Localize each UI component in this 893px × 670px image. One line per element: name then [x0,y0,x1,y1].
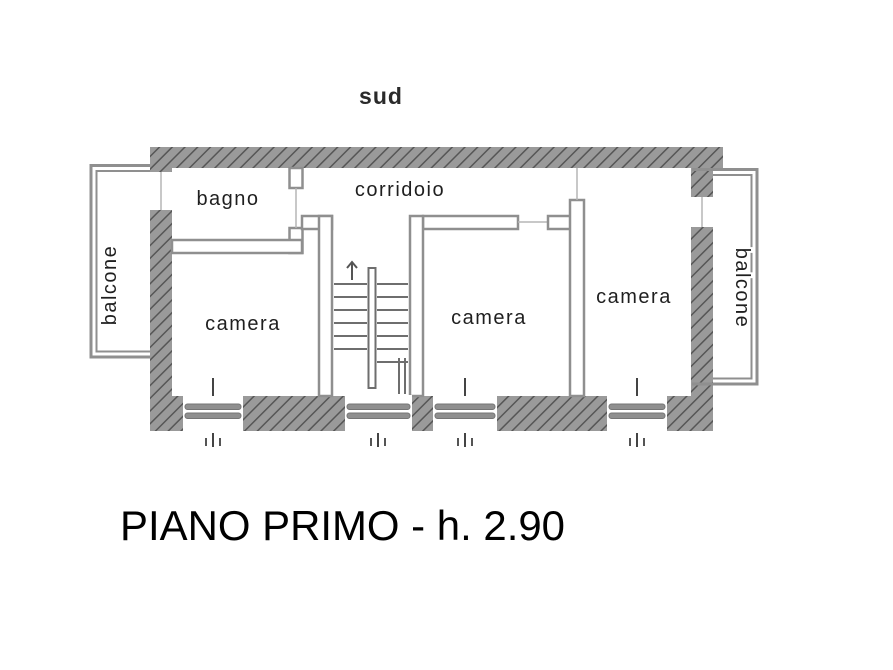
dimension-mark [205,438,207,446]
dimension-mark [384,438,386,446]
dimension-mark [370,438,372,446]
room-labels: bagno corridoio camera camera camera bal… [97,177,755,337]
orientation-label: sud [359,83,403,109]
bagno-right-wall-upper [288,166,304,190]
room-label-camera-right: camera [596,286,672,308]
balcony-right-inner-rail [713,174,753,380]
stairs-left-wall [317,214,334,398]
window-glazing-bar [608,412,666,419]
stairs-direction-arrow-icon [346,260,358,280]
windows [183,376,667,449]
bagno-bottom-wall [170,238,304,255]
window-2 [345,395,412,449]
dimension-mark [219,438,221,446]
stairs-stringer [367,267,377,389]
balcony-right-outer-rail [692,168,759,386]
stairs-treads-right [377,283,408,363]
stairs-right-wall [408,214,425,398]
window-glazing-bar [434,403,496,410]
room-label-bagno: bagno [196,188,259,210]
window-glazing-bar [608,403,666,410]
window-glazing-bar [184,412,242,419]
stairs-treads-left [334,283,367,350]
room-label-camera-center: camera [451,307,527,329]
exterior-walls [149,147,723,431]
window-1 [183,376,243,449]
room-label-camera-left: camera [205,313,281,335]
window-glazing-bar [346,412,411,419]
corridor-south-wall-b [421,214,520,231]
right-wall [691,147,713,431]
window-glazing-bar [184,403,242,410]
dimension-mark [457,438,459,446]
plan-title: PIANO PRIMO - h. 2.90 [120,502,565,549]
interior-walls [170,166,586,398]
top-wall [150,147,723,168]
room-label-balcone-left: balcone [99,245,121,326]
dimension-mark [629,438,631,446]
balcony-left-outer-rail [89,164,150,359]
window-4 [607,376,667,449]
window-glazing-bar [434,412,496,419]
dimension-mark [471,438,473,446]
room-label-corridoio: corridoio [355,179,445,201]
camera-divider-wall [568,198,586,398]
dimension-mark [643,438,645,446]
window-glazing-bar [346,403,411,410]
balcony-left-inner-rail [95,170,150,353]
balcony-left-railing [89,164,150,359]
window-3 [433,376,497,449]
room-label-balcone-right: balcone [731,248,753,329]
left-wall [150,147,172,431]
balcony-right-railing [692,168,759,386]
stairs [334,260,408,394]
